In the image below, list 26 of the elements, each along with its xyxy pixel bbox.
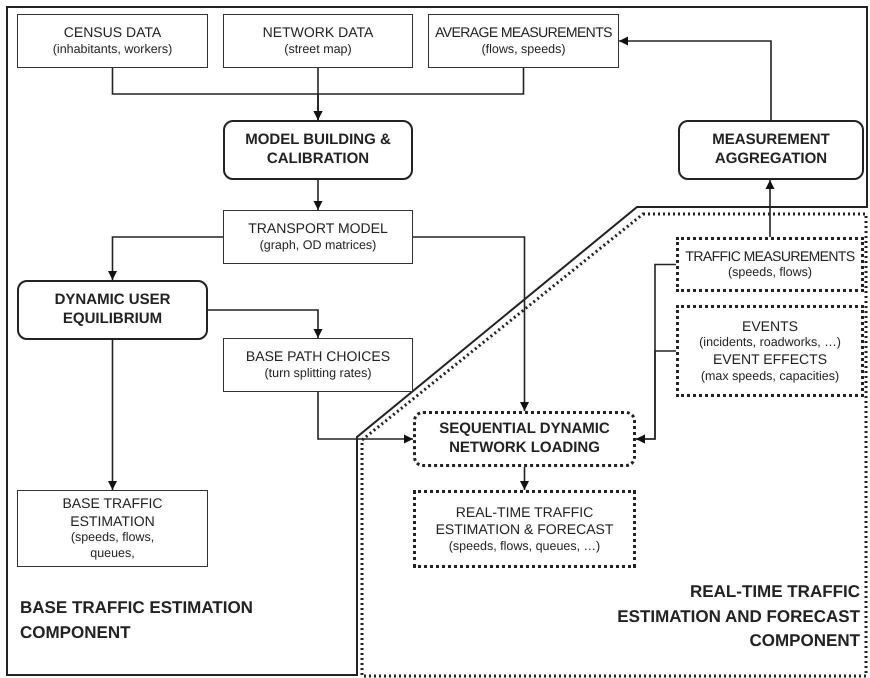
data-box: REAL-TIME TRAFFIC ESTIMATION & FORECAST (speeds, flows, queues, …)	[413, 490, 636, 568]
data-box: CENSUS DATA (inhabitants, workers)	[17, 14, 208, 68]
data-box: BASE TRAFFIC ESTIMATION (speeds, flows, queues,	[17, 490, 208, 567]
arrow	[108, 236, 223, 280]
component-title: BASE TRAFFIC ESTIMATION COMPONENT	[20, 597, 254, 644]
arrow	[520, 467, 529, 490]
process-box: SEQUENTIAL DYNAMIC NETWORK LOADING	[413, 411, 636, 467]
component-title: REAL-TIME TRAFFIC ESTIMATION AND FORECAST COMPONENT	[616, 581, 860, 652]
data-box: TRAFFIC MEASUREMENTS (speeds, flows)	[676, 237, 864, 292]
arrow	[413, 236, 529, 411]
data-box: NETWORK DATA (street map)	[223, 14, 413, 68]
arrow	[314, 68, 524, 120]
process-box: MODEL BUILDING & CALIBRATION	[223, 120, 413, 180]
arrow	[208, 309, 322, 338]
process-box: MEASUREMENT AGGREGATION	[678, 120, 864, 180]
data-box: EVENTS (incidents, roadworks, …) EVENT EFFECTS (max speeds, capacities)	[676, 305, 864, 397]
arrow	[108, 340, 117, 490]
arrow	[636, 350, 676, 444]
data-box: TRANSPORT MODEL (graph, OD matrices)	[223, 210, 413, 264]
arrow	[317, 392, 413, 444]
process-box: DYNAMIC USER EQUILIBRIUM	[17, 280, 208, 340]
data-box: AVERAGE MEASUREMENTS (flows, speeds)	[428, 14, 619, 68]
arrow	[766, 180, 774, 237]
arrow	[314, 180, 322, 210]
arrow	[619, 36, 772, 120]
data-box: BASE PATH CHOICES (turn splitting rates)	[223, 338, 413, 392]
